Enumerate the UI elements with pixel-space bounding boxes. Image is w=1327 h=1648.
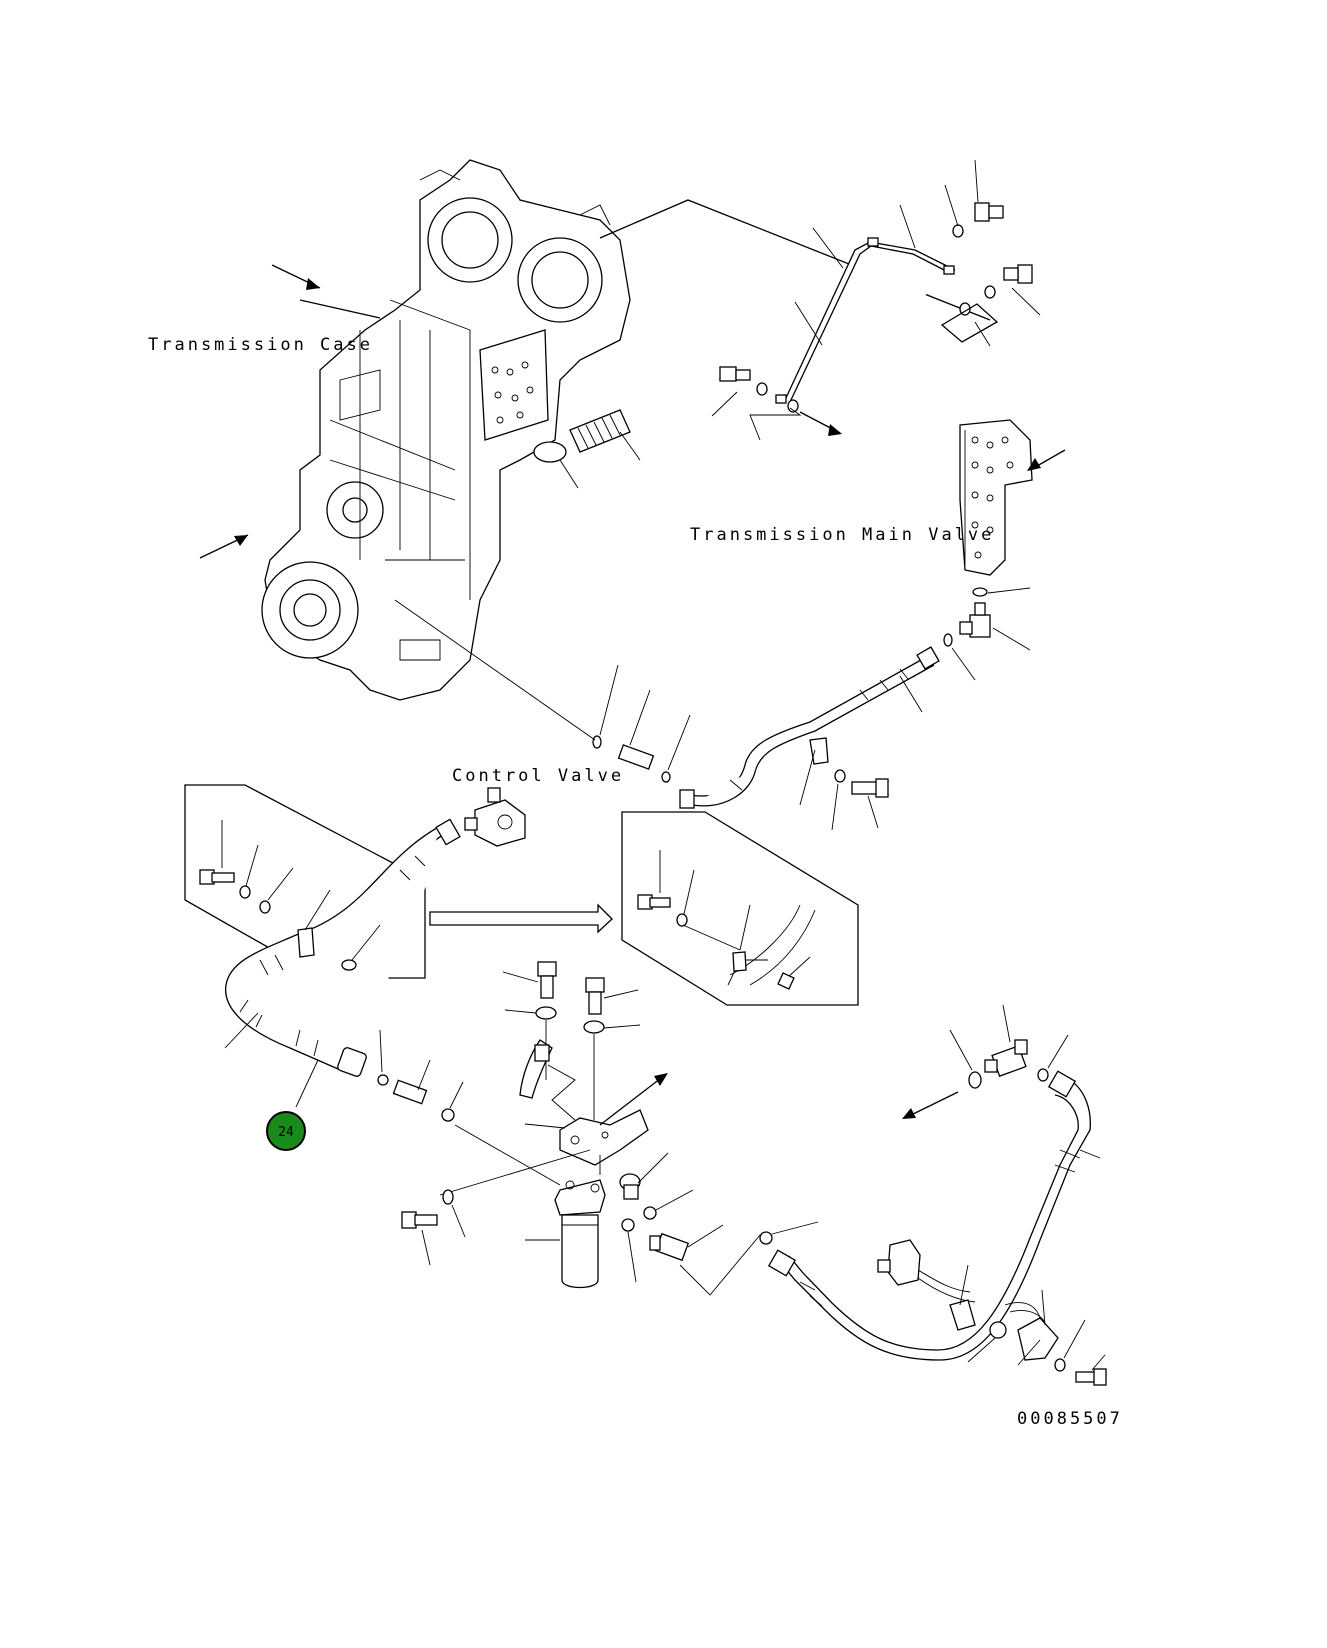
elbow-right-top xyxy=(984,1039,1028,1077)
arrow-pipe-right xyxy=(799,411,842,436)
bolt-top-2 xyxy=(1003,264,1033,284)
bolt-filter-left xyxy=(401,1211,438,1229)
filter-canister xyxy=(554,1179,606,1289)
bolt-left-box xyxy=(199,869,235,885)
bolt-center-2 xyxy=(585,977,605,1015)
filter-bracket xyxy=(559,1109,649,1166)
transmission-main-valve xyxy=(959,419,1033,576)
arrow-case-left xyxy=(199,534,249,559)
detail-box-right xyxy=(621,811,859,1006)
transmission-main-valve-label: Transmission Main Valve xyxy=(690,525,994,545)
transmission-case-label: Transmission Case xyxy=(148,335,373,355)
connector-left xyxy=(392,1079,428,1105)
bolt-top-3 xyxy=(719,366,751,382)
bolt-center-1 xyxy=(537,961,557,999)
arrow-main-valve xyxy=(1027,449,1066,471)
detail-box-left xyxy=(184,784,426,979)
tube-assembly-top xyxy=(711,159,1041,441)
hose-case xyxy=(679,646,940,809)
callout-badge-24[interactable]: 24 xyxy=(266,1111,306,1151)
arrow-right-hose xyxy=(902,1091,959,1119)
connector-case xyxy=(592,735,671,783)
elbow-filter-out xyxy=(649,1232,690,1262)
pressure-switch xyxy=(1004,1302,1059,1361)
strainer xyxy=(569,409,641,461)
o-ring-strainer xyxy=(533,441,567,463)
arrow-transfer xyxy=(429,903,613,934)
hose-left xyxy=(225,818,461,1077)
callout-badge-number: 24 xyxy=(278,1125,294,1140)
hose-right xyxy=(767,1070,1091,1361)
sensor-block xyxy=(877,1239,976,1303)
transmission-case xyxy=(261,159,631,701)
elbow-fitting-valve xyxy=(959,602,991,638)
control-valve xyxy=(464,787,526,847)
arrow-case-top xyxy=(271,264,321,290)
bolt-right-box xyxy=(637,894,671,910)
bolt-bottom-right xyxy=(1075,1368,1107,1386)
control-valve-label: Control Valve xyxy=(452,766,624,786)
drawing-number: 00085507 xyxy=(1017,1409,1123,1429)
plug-filter xyxy=(619,1173,641,1200)
bolt-top-1 xyxy=(974,202,1004,222)
arrow-center xyxy=(599,1073,668,1126)
bolt-hose-clamp xyxy=(851,778,889,798)
